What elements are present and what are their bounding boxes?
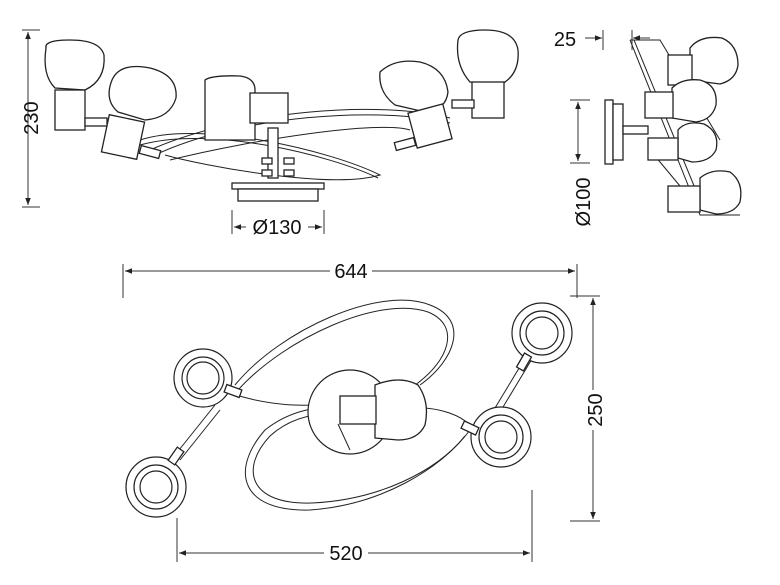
- spotlight-1: [173, 348, 243, 408]
- connector-4: [283, 169, 295, 177]
- side-lamp-1: [667, 36, 739, 86]
- dim-label-250: 250: [585, 393, 607, 426]
- lamp-head-4: [379, 60, 453, 152]
- connector-1: [261, 157, 273, 165]
- spotlight-3: [511, 302, 573, 372]
- lamp-head-5: [451, 29, 519, 119]
- top-loop-inner-1: [237, 307, 448, 391]
- side-frame-2: [633, 39, 705, 211]
- side-view: 25 Ø100: [554, 29, 742, 227]
- dim-label-bg-520: [324, 542, 368, 564]
- arm-curve-5: [169, 126, 411, 161]
- top-loop-outer-1: [234, 299, 455, 386]
- dim-label-100: Ø100: [573, 178, 595, 227]
- side-lamp-4: [667, 170, 742, 215]
- side-lamp-2: [644, 79, 717, 123]
- dim-label-bg-250: [582, 390, 606, 430]
- spotlight-4: [460, 406, 532, 468]
- dim-label-230: 230: [21, 101, 43, 134]
- top-center-holder: [339, 395, 377, 425]
- front-view: 230: [21, 29, 519, 239]
- top-arm-right-upper-2: [499, 353, 536, 413]
- side-lamp-3: [647, 122, 718, 163]
- top-arm-left-lower: [174, 404, 216, 456]
- top-center-shade: [374, 379, 428, 441]
- top-view: 644 250 520: [122, 260, 607, 565]
- lamp-head-2: [100, 65, 177, 161]
- connector-3: [283, 157, 295, 165]
- center-stem: [267, 127, 279, 179]
- lamp-head-1: [44, 39, 108, 131]
- connector-2: [261, 169, 273, 177]
- base-plate: [231, 182, 325, 190]
- side-canopy: [604, 99, 614, 165]
- dim-label-644: 644: [334, 261, 367, 283]
- dim-label-25: 25: [554, 29, 576, 51]
- side-canopy-plate: [612, 103, 624, 161]
- dim-label-bg-644: [330, 260, 372, 282]
- dim-label-bg-130: [246, 216, 308, 238]
- top-loop-inner-2: [252, 413, 466, 504]
- top-arm-left-lower-2: [179, 409, 221, 461]
- top-arm-right: [419, 407, 471, 426]
- dim-label-130: Ø130: [253, 217, 302, 239]
- arm-curve-2: [139, 137, 379, 179]
- lamp-head-3: [204, 75, 289, 141]
- top-loop-outer-2: [244, 406, 471, 511]
- spotlight-2: [125, 446, 187, 518]
- dim-label-520: 520: [329, 543, 362, 565]
- side-stem: [622, 125, 649, 135]
- arm-curve-1: [139, 133, 382, 181]
- base-canopy: [237, 188, 319, 202]
- top-center-line: [337, 423, 351, 451]
